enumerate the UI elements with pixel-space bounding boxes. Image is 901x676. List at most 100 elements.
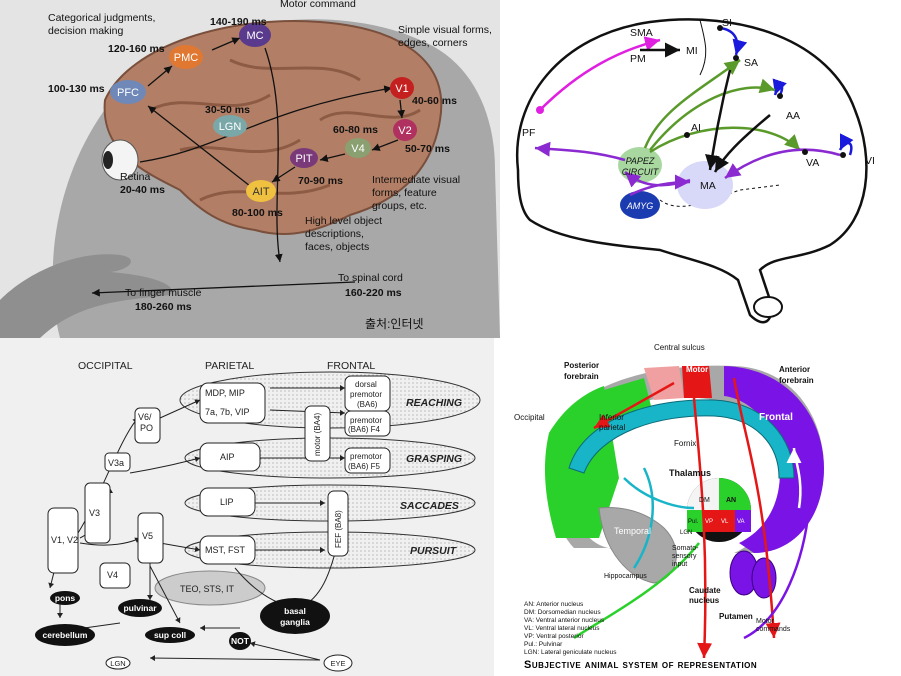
label-putamen: Putamen [719, 612, 753, 621]
node-lgn: LGN [213, 115, 247, 137]
brain-timing-panel: PFC PMC MC LGN V1 V2 V4 PIT AIT Categori… [0, 0, 500, 338]
box-v1v2: V1, V2 [51, 535, 78, 545]
label-motor: Motor [686, 365, 708, 374]
label-ait-time: 80-100 ms [232, 207, 283, 219]
row-pursuit: PURSUIT [410, 545, 458, 557]
label-anterior: Anterior [779, 365, 810, 374]
schematic-labels: SMA PM MI SI SA AA AI PF VA VI PAPEZ CIR… [522, 17, 875, 211]
node-lgn-label: LGN [219, 121, 242, 133]
hand-shape [0, 254, 172, 338]
label-pf: PF [522, 127, 535, 139]
box-mst: MST, FST [205, 545, 246, 555]
box-dorsal-ba6: (BA6) [357, 400, 378, 409]
subcortical-labels: pons cerebellum pulvinar sup coll NOT ba… [43, 593, 311, 646]
label-posterior: Posterior [564, 361, 599, 370]
schematic-brain-panel: SMA PM MI SI SA AA AI PF VA VI PAPEZ CIR… [500, 0, 901, 338]
label-vl: VL [721, 519, 729, 525]
node-pit: PIT [290, 148, 318, 168]
label-ganglia: ganglia [280, 617, 310, 627]
legend-vl: VL: Ventral lateral nucleus [524, 625, 600, 632]
visuomotor-panel: OCCIPITAL PARIETAL FRONTAL REACHING GRAS… [0, 338, 494, 676]
box-dorsal: dorsal [355, 380, 377, 389]
node-v2: V2 [393, 119, 417, 141]
label-dm: DM [699, 497, 710, 504]
label-nucleus: nucleus [689, 596, 720, 605]
label-amyg: AMYG [626, 201, 654, 211]
label-motor-commands: Motor [756, 618, 775, 625]
label-mi: MI [686, 45, 698, 57]
box-fef: FEF (BA8) [334, 510, 343, 548]
box-teo: TEO, STS, IT [180, 584, 235, 594]
label-caudate: Caudate [689, 586, 721, 595]
label-va: VA [806, 157, 819, 169]
label-feature: forms, feature [372, 187, 437, 199]
box-v6: V6/ [138, 412, 152, 422]
label-fornix: Fornix [674, 439, 696, 448]
label-spinal-time: 160-220 ms [345, 287, 402, 299]
label-groups: groups, etc. [372, 200, 427, 212]
label-parietal: parietal [599, 423, 625, 432]
label-retina: Retina [120, 171, 151, 183]
label-pit-time: 70-90 ms [298, 175, 343, 187]
label-thalamus: Thalamus [669, 468, 711, 478]
label-sup-coll: sup coll [154, 630, 186, 640]
box-v3a: V3a [108, 458, 124, 468]
legend-dm: DM: Dorsomedian nucleus [524, 609, 601, 616]
node-pmc: PMC [169, 45, 203, 69]
box-v4: V4 [107, 570, 118, 580]
ma-region [677, 161, 733, 209]
label-v4-time: 60-80 ms [333, 124, 378, 136]
label-hippocampus: Hippocampus [604, 573, 647, 580]
label-pm: PM [630, 53, 646, 65]
label-pul: Pul. [688, 519, 699, 525]
label-input: input [672, 561, 687, 568]
node-v1-label: V1 [395, 83, 408, 95]
an-nucleus [719, 478, 751, 510]
fornix-band [568, 399, 795, 479]
row-saccades: SACCADES [400, 500, 459, 512]
label-pfc-time: 100-130 ms [48, 83, 105, 95]
forebrain-panel: Central sulcus Posterior forebrain Motor… [494, 338, 901, 676]
central-sulcus-line [699, 19, 707, 76]
legend-pul: Pul.: Pulvinar [524, 641, 563, 648]
label-posterior-forebrain: forebrain [564, 372, 599, 381]
brain-shape [103, 20, 443, 236]
label-an: AN [726, 497, 736, 504]
label-v1-time: 40-60 ms [412, 95, 457, 107]
label-ai: AI [691, 122, 701, 134]
label-v2-time: 50-70 ms [405, 143, 450, 155]
box-mdp: MDP, MIP [205, 388, 245, 398]
box-v3: V3 [89, 508, 100, 518]
label-circuit: CIRCUIT [622, 167, 660, 177]
box-premotor-grasp: premotor [350, 452, 382, 461]
label-pmc-time: 120-160 ms [108, 43, 165, 55]
node-pmc-label: PMC [174, 52, 199, 64]
label-high-level: High level object [305, 215, 382, 227]
motor-strip [682, 366, 712, 398]
node-v2-label: V2 [398, 125, 411, 137]
label-sa: SA [744, 57, 758, 69]
label-papez: PAPEZ [626, 156, 655, 166]
label-basal: basal [284, 606, 306, 616]
label-decision: decision making [48, 25, 123, 37]
row-reaching: REACHING [406, 397, 462, 409]
label-not: NOT [231, 636, 250, 646]
pupil-icon [103, 151, 113, 169]
label-lgn: LGN [110, 659, 125, 668]
label-finger-time: 180-260 ms [135, 301, 192, 313]
input-nodes [105, 654, 353, 672]
header-occipital: OCCIPITAL [78, 360, 133, 372]
visuomotor-arrows [48, 385, 346, 662]
node-pit-label: PIT [295, 153, 312, 165]
header-frontal: FRONTAL [327, 360, 375, 372]
box-dorsal-premotor: premotor [350, 390, 382, 399]
visuomotor-labels: OCCIPITAL PARIETAL FRONTAL REACHING GRAS… [51, 360, 462, 594]
label-motor-command: Motor command [280, 0, 356, 10]
node-pfc-label: PFC [117, 87, 139, 99]
label-finger-muscle: To finger muscle [125, 287, 202, 299]
label-va: VA [737, 519, 745, 525]
area-boxes [47, 375, 391, 589]
label-lgn: LGN [680, 530, 692, 536]
legend-an: AN: Anterior nucleus [524, 601, 584, 608]
label-lgn-time: 30-50 ms [205, 104, 250, 116]
